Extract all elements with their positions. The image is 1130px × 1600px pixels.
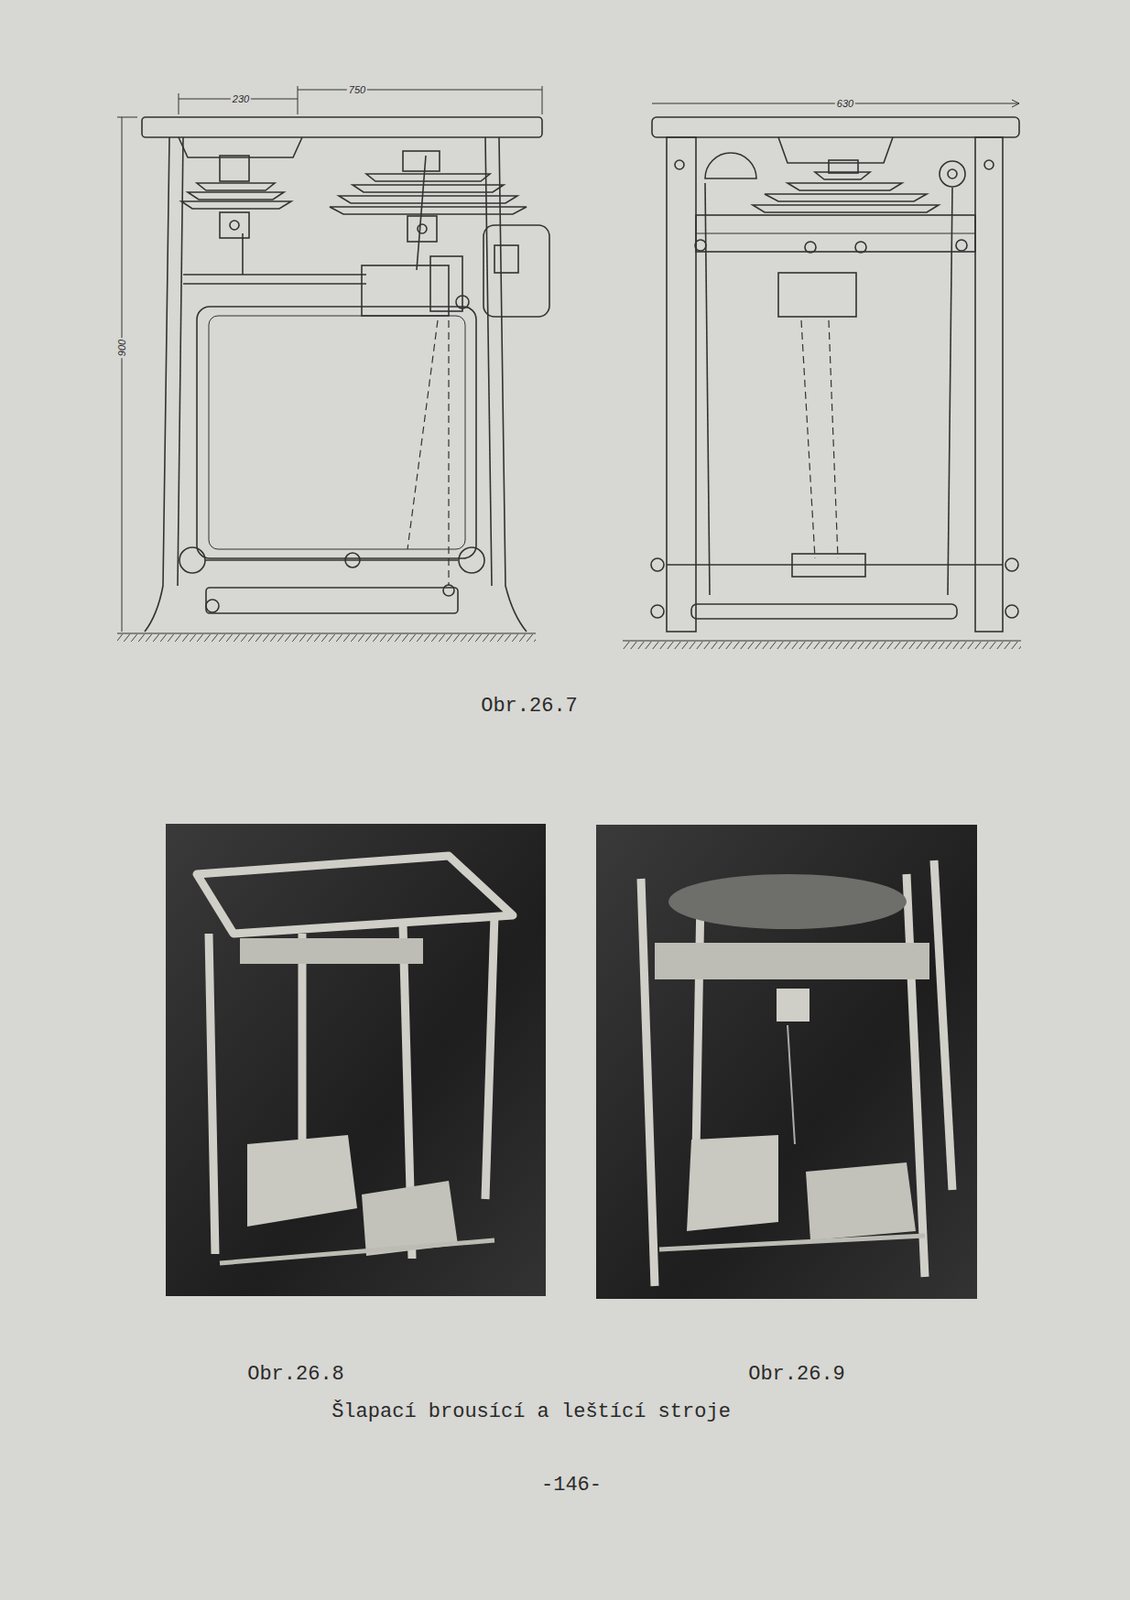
side-view-drawing bbox=[117, 86, 550, 642]
dimension-label: 630 bbox=[835, 97, 856, 109]
figure-caption: Šlapací brousící a leštící stroje bbox=[331, 1401, 731, 1424]
figure-label: Obr.26.8 bbox=[247, 1363, 345, 1387]
front-view-drawing bbox=[622, 99, 1022, 650]
dimension-label: 230 bbox=[230, 93, 251, 105]
photo-machine bbox=[165, 824, 546, 1297]
dimension-label: 900 bbox=[116, 337, 128, 359]
figure-label: Obr.26.7 bbox=[480, 695, 578, 718]
figure-label: -146- bbox=[541, 1474, 602, 1498]
figure-label: Obr.26.9 bbox=[748, 1363, 846, 1387]
photo-machine bbox=[596, 825, 978, 1300]
dimension-label: 750 bbox=[347, 84, 368, 96]
